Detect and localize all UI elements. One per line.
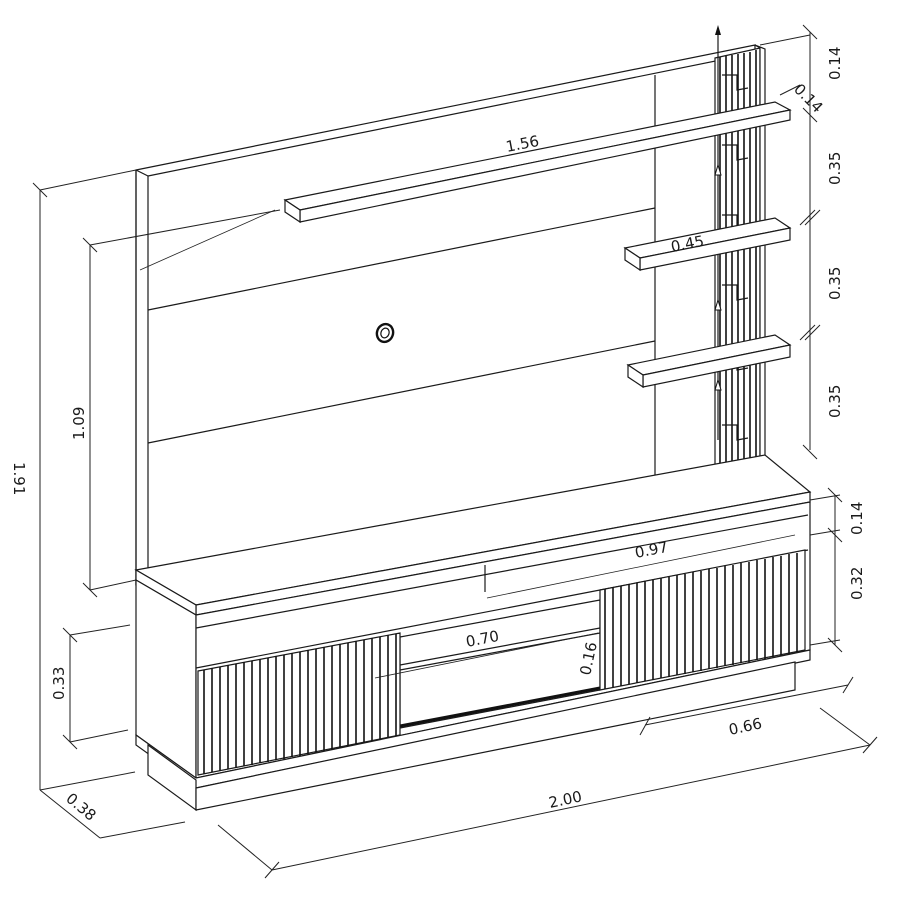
side-shelf-1: [623, 217, 792, 272]
dim-side-shelf-depth: 0.14: [790, 80, 826, 116]
cable-grommet-icon: [375, 322, 395, 344]
dim-panel-height: 1.09: [70, 407, 88, 440]
dim-cabinet-height: 0.32: [848, 567, 866, 600]
dim-leg-height: 0.33: [50, 667, 68, 700]
right-door-slats: [604, 553, 798, 689]
dim-total-height: 1.91: [10, 462, 28, 495]
dim-shelf-spacing-1: 0.35: [826, 152, 844, 185]
dim-shelf-spacing-3: 0.35: [826, 385, 844, 418]
dim-total-width: 2.00: [547, 787, 583, 812]
dim-depth: 0.38: [62, 789, 99, 824]
side-shelf-2: [626, 334, 792, 389]
tv-cabinet: [134, 454, 812, 812]
left-door-slats: [203, 634, 397, 774]
dim-top-gap: 0.14: [826, 47, 844, 80]
dim-niche-height: 0.14: [848, 502, 866, 535]
dimension-lines: [32, 24, 878, 879]
dim-door-width: 0.66: [727, 714, 763, 739]
dim-shelf-spacing-2: 0.35: [826, 267, 844, 300]
top-long-shelf: [283, 101, 792, 224]
